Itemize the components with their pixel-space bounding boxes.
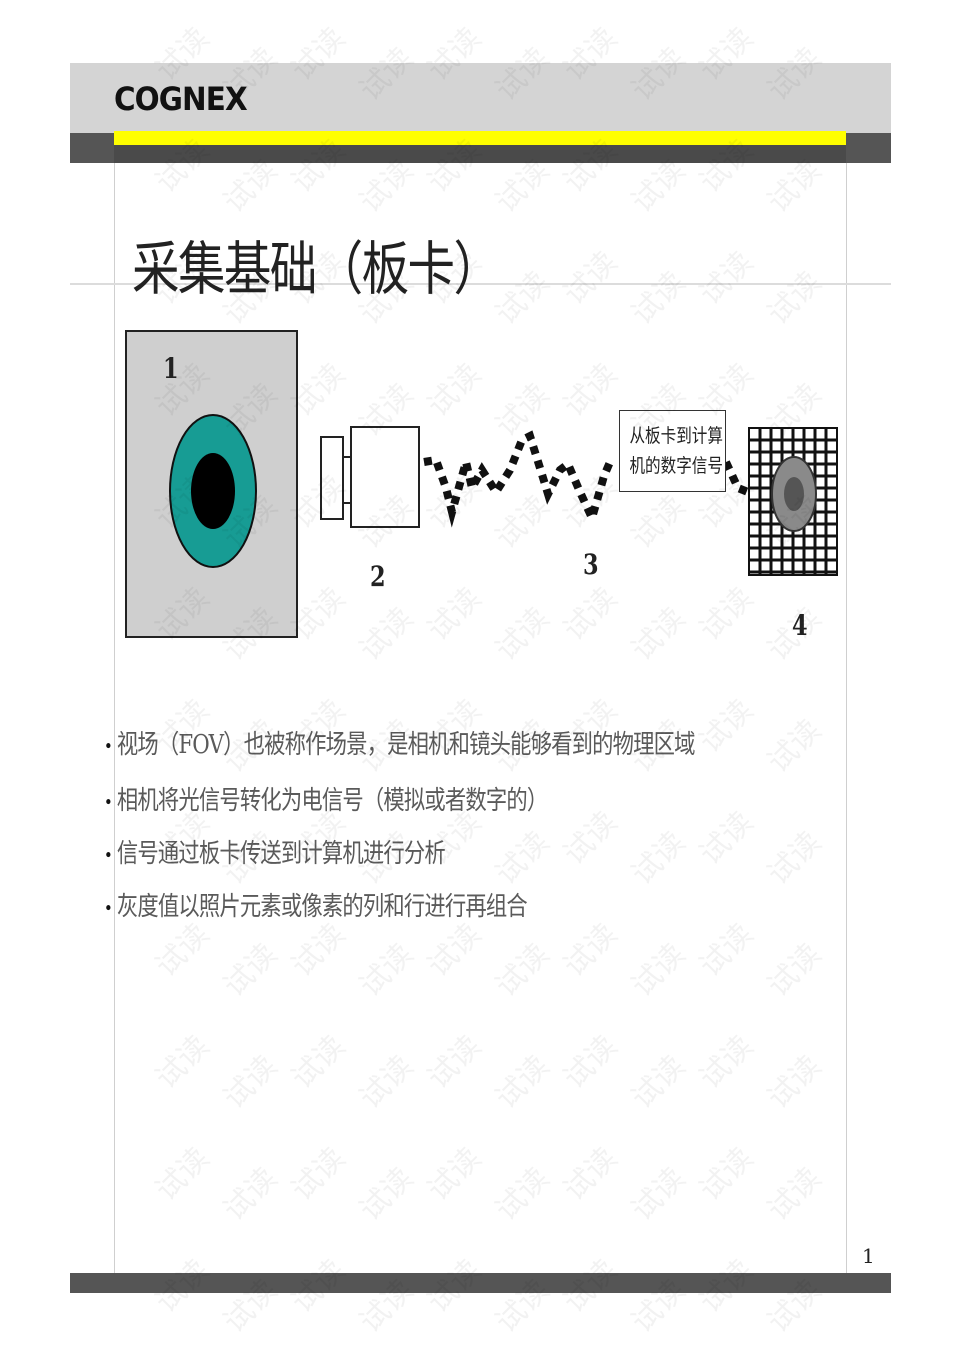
watermark-text: 试读 [760,1048,829,1117]
watermark-text: 试读 [284,1028,353,1097]
bullet-dot-icon: • [104,791,113,813]
slide-title: 采集基础（板卡） [132,235,501,303]
label-4: 4 [792,609,808,642]
signal-label-box: 从板卡到计算 机的数字信号 [619,410,726,492]
watermark-text: 试读 [488,824,557,893]
cognex-logo: COGNEX [114,80,248,118]
watermark-text: 试读 [148,1140,217,1209]
watermark-text: 试读 [556,1028,625,1097]
watermark-text: 试读 [216,1160,285,1229]
signal-wave [423,430,614,530]
left-rule [114,163,115,1273]
watermark-text: 试读 [148,1028,217,1097]
title-rule [70,283,891,285]
bullet-dot-icon: • [104,844,113,866]
bullet-text: 相机将光信号转化为电信号（模拟或者数字的） [116,786,548,816]
watermark-text: 试读 [352,1048,421,1117]
bullet-dot-icon: • [104,735,113,757]
bullet-text: 信号通过板卡传送到计算机进行分析 [116,839,446,869]
watermark-text: 试读 [624,936,693,1005]
bullet-text: 灰度值以照片元素或像素的列和行进行再组合 [116,892,528,922]
watermark-text: 试读 [692,1028,761,1097]
watermark-text: 试读 [488,936,557,1005]
watermark-text: 试读 [760,936,829,1005]
watermark-text: 试读 [760,824,829,893]
signal-label-line-1: 从板卡到计算 [629,425,723,447]
watermark-text: 试读 [624,1160,693,1229]
watermark-text: 试读 [692,916,761,985]
watermark-text: 试读 [420,1028,489,1097]
bullet-item: •视场（FOV）也被称作场景，是相机和镜头能够看到的物理区域 [104,724,695,761]
watermark-text: 试读 [760,712,829,781]
watermark-text: 试读 [216,936,285,1005]
signal-wave-out [722,460,750,496]
watermark-text: 试读 [692,1140,761,1209]
header-yellow-bar [114,131,846,145]
label-2: 2 [370,560,386,593]
camera-lens [320,436,344,520]
signal-label-line-2: 机的数字信号 [629,455,723,477]
watermark-text: 试读 [556,804,625,873]
label-1: 1 [163,352,179,385]
watermark-text: 试读 [284,1140,353,1209]
watermark-text: 试读 [624,1048,693,1117]
digital-pupil [784,477,804,511]
pupil-shape [191,453,235,529]
header-dark-bar-inner [114,145,846,163]
watermark-text: 试读 [488,1048,557,1117]
acquisition-diagram [125,330,838,638]
watermark-text: 试读 [556,916,625,985]
watermark-text: 试读 [556,1140,625,1209]
watermark-text: 试读 [216,1048,285,1117]
bullet-item: •信号通过板卡传送到计算机进行分析 [104,833,446,870]
bullet-text: 视场（FOV）也被称作场景，是相机和镜头能够看到的物理区域 [116,730,696,760]
footer-bar [70,1273,891,1293]
header-band [70,63,891,133]
bullet-dot-icon: • [104,897,113,919]
watermark-text: 试读 [624,824,693,893]
right-rule [846,163,847,1273]
watermark-text: 试读 [352,1160,421,1229]
page-number: 1 [862,1244,875,1268]
watermark-text: 试读 [420,1140,489,1209]
watermark-text: 试读 [352,936,421,1005]
watermark-text: 试读 [760,1160,829,1229]
bullet-item: •相机将光信号转化为电信号（模拟或者数字的） [104,780,548,817]
camera-body [350,426,420,528]
watermark-text: 试读 [692,804,761,873]
camera-mount [342,456,352,504]
label-3: 3 [583,548,599,581]
bullet-item: •灰度值以照片元素或像素的列和行进行再组合 [104,886,528,923]
watermark-text: 试读 [488,1160,557,1229]
